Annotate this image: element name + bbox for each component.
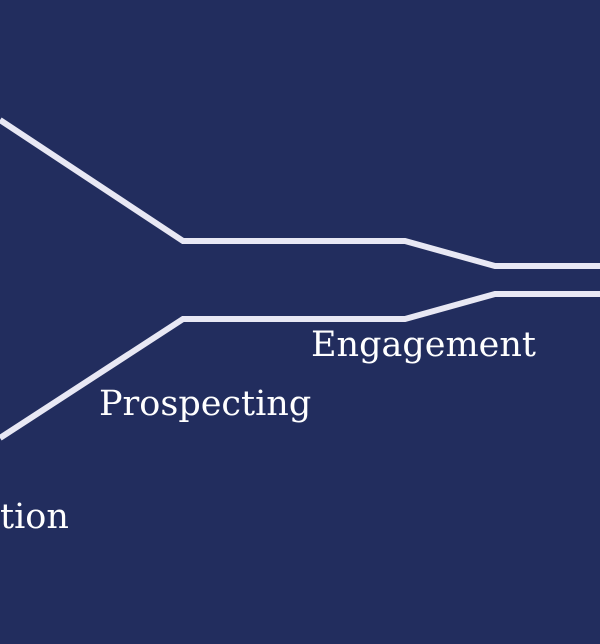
stage-label-engagement: Engagement	[311, 325, 536, 365]
stage-label-prospecting: Prospecting	[99, 384, 312, 424]
funnel-upper-edge	[0, 117, 600, 269]
stage-label-truncated: tion	[0, 497, 69, 537]
funnel-lower-edge	[0, 291, 600, 441]
